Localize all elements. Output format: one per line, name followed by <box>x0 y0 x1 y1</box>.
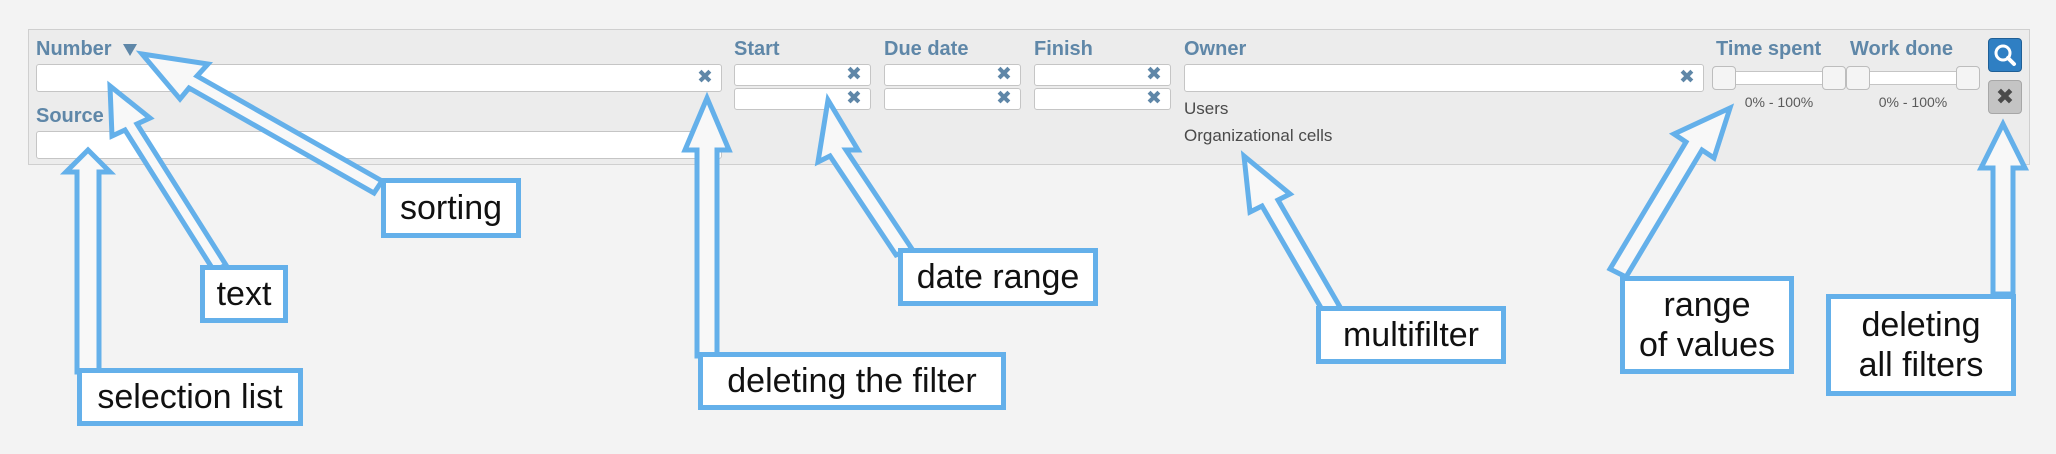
start-from-input[interactable]: ✖ <box>734 64 871 86</box>
owner-label: Owner <box>1184 38 1247 60</box>
callout-range-values: range of values <box>1620 276 1794 374</box>
work-done-label: Work done <box>1850 38 1953 60</box>
clear-start-from-icon[interactable]: ✖ <box>846 64 862 85</box>
time-spent-min-handle[interactable] <box>1712 66 1736 90</box>
callout-range-line1: range <box>1663 286 1751 324</box>
callout-deleting-all-line2: all filters <box>1858 346 1984 384</box>
callout-deleting-filter: deleting the filter <box>698 352 1006 410</box>
callout-deleting-all: deleting all filters <box>1826 294 2016 396</box>
clear-finish-to-icon[interactable]: ✖ <box>1146 88 1162 109</box>
start-label: Start <box>734 38 780 60</box>
callout-date-range: date range <box>898 248 1098 306</box>
finish-label: Finish <box>1034 38 1093 60</box>
work-done-range: 0% - 100% <box>1878 94 1948 110</box>
due-date-label: Due date <box>884 38 969 60</box>
callout-sorting: sorting <box>381 178 521 238</box>
time-spent-label: Time spent <box>1716 38 1822 60</box>
time-spent-range: 0% - 100% <box>1744 94 1814 110</box>
time-spent-max-handle[interactable] <box>1822 66 1846 90</box>
arrow-deleting-all <box>1976 118 2030 297</box>
callout-deleting-all-line1: deleting <box>1861 306 1981 344</box>
number-label: Number <box>36 38 112 60</box>
owner-option-users[interactable]: Users <box>1184 99 1229 118</box>
clear-due-from-icon[interactable]: ✖ <box>996 64 1012 85</box>
clear-finish-from-icon[interactable]: ✖ <box>1146 64 1162 85</box>
arrow-selection-list <box>59 146 117 375</box>
owner-input[interactable]: ✖ <box>1184 64 1704 92</box>
due-date-from-input[interactable]: ✖ <box>884 64 1021 86</box>
magnifier-icon <box>1994 44 2016 66</box>
work-done-min-handle[interactable] <box>1846 66 1870 90</box>
callout-selection-list: selection list <box>77 368 303 426</box>
owner-option-org-cells[interactable]: Organizational cells <box>1184 126 1333 145</box>
arrow-date-range <box>814 92 916 259</box>
arrow-sorting <box>135 50 386 197</box>
callout-range-line2: of values <box>1638 326 1776 364</box>
clear-start-to-icon[interactable]: ✖ <box>846 88 862 109</box>
work-done-max-handle[interactable] <box>1956 66 1980 90</box>
number-input[interactable]: ✖ <box>36 64 722 92</box>
sort-desc-icon[interactable] <box>123 44 137 56</box>
source-label: Source <box>36 105 104 127</box>
arrow-multifilter <box>1240 150 1344 317</box>
clear-number-icon[interactable]: ✖ <box>697 67 713 88</box>
finish-from-input[interactable]: ✖ <box>1034 64 1171 86</box>
arrow-text <box>107 80 230 275</box>
arrow-deleting-filter <box>681 91 733 359</box>
clear-owner-icon[interactable]: ✖ <box>1679 67 1695 88</box>
clear-all-filters-button[interactable]: ✖ <box>1988 80 2022 114</box>
callout-text: text <box>200 265 288 323</box>
start-to-input[interactable]: ✖ <box>734 88 871 110</box>
clear-due-to-icon[interactable]: ✖ <box>996 88 1012 109</box>
arrow-range-values <box>1606 103 1735 281</box>
due-date-to-input[interactable]: ✖ <box>884 88 1021 110</box>
finish-to-input[interactable]: ✖ <box>1034 88 1171 110</box>
search-button[interactable] <box>1988 38 2022 72</box>
callout-multifilter: multifilter <box>1316 306 1506 364</box>
